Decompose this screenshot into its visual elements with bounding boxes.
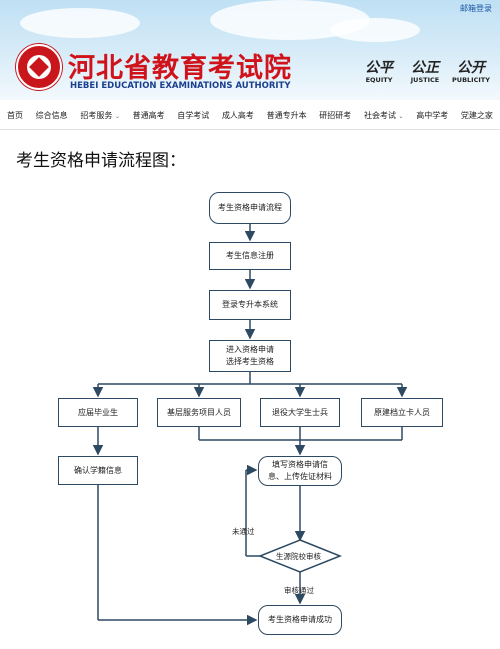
site-title-en: HEBEI EDUCATION EXAMINATIONS AUTHORITY (70, 81, 291, 91)
chevron-down-icon: ⌄ (398, 113, 404, 120)
flow-start: 考生资格申请流程 (209, 192, 291, 224)
authority-logo (16, 44, 62, 90)
cloud-decoration (330, 18, 420, 42)
page-title: 考生资格申请流程图： (16, 151, 186, 171)
nav-upgrade[interactable]: 普通专升本 (266, 111, 307, 120)
nav-adult-exam[interactable]: 成人高考 (221, 111, 254, 120)
flow-category-grassroots: 基层服务项目人员 (157, 398, 241, 427)
flow-category-graduate: 应届毕业生 (58, 398, 138, 427)
nav-party[interactable]: 党建之家 (460, 111, 493, 120)
cloud-decoration (20, 8, 140, 38)
nav-postgrad[interactable]: 研招研考 (319, 111, 352, 120)
flow-confirm-status: 确认学籍信息 (58, 456, 138, 485)
review-label: 生源院校审核 (276, 552, 321, 561)
nav-general-info[interactable]: 综合信息 (35, 111, 68, 120)
flow-end: 考生资格申请成功 (258, 605, 342, 635)
main-nav: 首页 综合信息 招考服务 ⌄ 普通高考 自学考试 成人高考 普通专升本 研招研考… (0, 102, 500, 130)
review-diamond (257, 539, 343, 573)
chevron-down-icon: ⌄ (114, 113, 120, 120)
slogan-publicity: 公开 PUBLICITY (452, 60, 490, 84)
nav-gaokao[interactable]: 普通高考 (132, 111, 165, 120)
flow-category-veteran: 退役大学生士兵 (260, 398, 340, 427)
mail-login-link[interactable]: 邮箱登录 (460, 4, 492, 13)
header-banner: 邮箱登录 河北省教育考试院 HEBEI EDUCATION EXAMINATIO… (0, 0, 500, 100)
nav-exam-service[interactable]: 招考服务 ⌄ (80, 111, 120, 120)
nav-social-exam[interactable]: 社会考试 ⌄ (363, 111, 404, 120)
flow-login: 登录专升本系统 (209, 290, 291, 320)
flowchart-connectors (92, 224, 408, 626)
nav-self-study[interactable]: 自学考试 (177, 111, 210, 120)
flow-fill-application: 填写资格申请信息、上传佐证材料 (258, 456, 342, 486)
nav-home[interactable]: 首页 (7, 111, 23, 120)
nav-high-school[interactable]: 高中学考 (416, 111, 449, 120)
slogan-group: 公平 EQUITY 公正 JUSTICE 公开 PUBLICITY (360, 60, 490, 84)
flowchart: 考生资格申请流程 考生信息注册 登录专升本系统 进入资格申请选择考生资格 应届毕… (0, 180, 500, 649)
flow-category-poverty: 原建档立卡人员 (361, 398, 443, 427)
pass-label: 审核通过 (284, 586, 314, 595)
flow-register: 考生信息注册 (209, 242, 291, 270)
slogan-justice: 公正 JUSTICE (410, 60, 440, 84)
fail-label: 未通过 (232, 527, 255, 536)
flow-select-qualification: 进入资格申请选择考生资格 (209, 340, 291, 372)
slogan-equity: 公平 EQUITY (365, 60, 393, 84)
site-title: 河北省教育考试院 (68, 53, 292, 84)
